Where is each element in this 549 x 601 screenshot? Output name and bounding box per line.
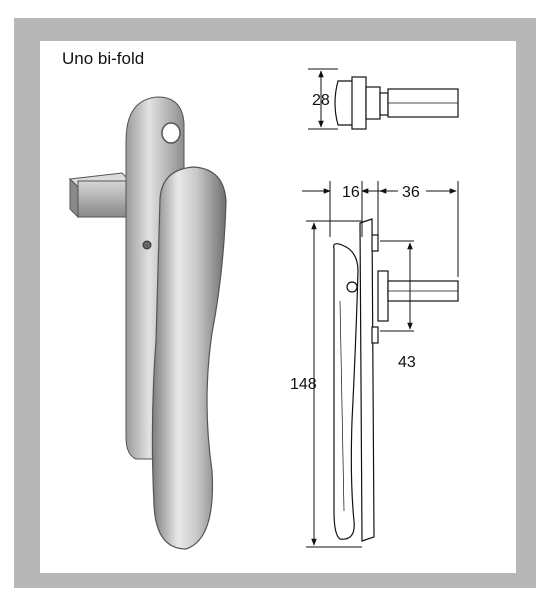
lever-3d — [151, 166, 227, 550]
spindle-3d — [68, 172, 132, 219]
top-view — [334, 76, 459, 130]
handle-3d-render — [68, 96, 227, 550]
screw-hole-3d — [161, 122, 181, 144]
spindle-length-label: 36 — [402, 184, 420, 201]
top-height-dimension — [308, 68, 338, 130]
centres-dimension — [380, 240, 414, 332]
top-height-label: 28 — [312, 92, 330, 109]
drawing-panel: Uno bi-fold — [40, 41, 516, 573]
product-title: Uno bi-fold — [62, 49, 145, 68]
pivot-3d — [142, 240, 152, 250]
side-view — [333, 218, 459, 542]
centres-label: 43 — [398, 354, 416, 371]
technical-drawing: 28 16 — [68, 68, 459, 550]
spindle-length-dimension — [377, 181, 459, 277]
depth-label: 16 — [342, 184, 360, 201]
overall-height-label: 148 — [290, 376, 317, 393]
overall-height-dimension — [306, 220, 362, 548]
